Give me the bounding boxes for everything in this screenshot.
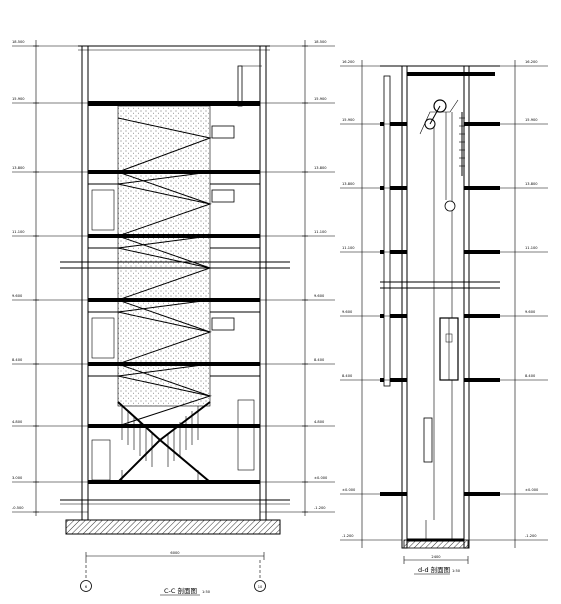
left-wall: [81, 45, 89, 521]
floor-slabs: [88, 170, 260, 484]
svg-text:11.100: 11.100: [525, 246, 538, 250]
svg-text:4.800: 4.800: [12, 420, 23, 424]
svg-text:11.100: 11.100: [12, 230, 25, 234]
svg-text:-1.200: -1.200: [525, 534, 537, 538]
pit-dimension-label: 2400: [431, 555, 441, 559]
svg-text:15.900: 15.900: [342, 118, 355, 122]
svg-text:±0.000: ±0.000: [342, 488, 356, 492]
svg-text:9.600: 9.600: [314, 294, 325, 298]
grid-axis-bubble: [254, 580, 266, 592]
svg-text:15.900: 15.900: [525, 118, 538, 122]
svg-text:8.400: 8.400: [12, 358, 23, 362]
svg-text:13.800: 13.800: [12, 166, 25, 170]
overall-dimension-label: 6000: [170, 551, 180, 555]
left-elevation-labels: 18.500 15.900 13.800 11.100 9.600 8.400 …: [12, 40, 25, 510]
view-scale: 1:50: [452, 569, 461, 573]
shaft-left-elevation-labels: 16.200 15.900 13.800 11.100 9.600 8.400 …: [342, 60, 356, 538]
stair-flights: [117, 117, 212, 427]
right-wall: [259, 45, 267, 521]
svg-text:3.000: 3.000: [12, 476, 23, 480]
svg-text:9.600: 9.600: [342, 310, 353, 314]
view-title: d-d 剖面图: [418, 565, 450, 574]
counterweight: [423, 417, 433, 463]
grid-axis-label: 10: [258, 585, 263, 589]
view-scale: 1:50: [202, 590, 211, 594]
svg-text:18.500: 18.500: [314, 40, 327, 44]
view-title: C-C 剖面图: [164, 586, 197, 595]
shaft-right-elevation-labels: 16.200 15.900 13.800 11.100 9.600 8.400 …: [525, 60, 539, 538]
ground-stair: [117, 401, 211, 483]
svg-text:8.400: 8.400: [314, 358, 325, 362]
shaft-left-wall: [401, 65, 408, 549]
svg-text:±0.000: ±0.000: [314, 476, 328, 480]
svg-text:8.400: 8.400: [525, 374, 536, 378]
svg-text:-1.200: -1.200: [342, 534, 354, 538]
roof-slab: [88, 101, 260, 106]
svg-text:13.800: 13.800: [525, 182, 538, 186]
svg-text:9.600: 9.600: [525, 310, 536, 314]
svg-text:13.800: 13.800: [314, 166, 327, 170]
svg-text:11.100: 11.100: [342, 246, 355, 250]
right-elevation-labels: 18.500 15.900 13.800 11.100 9.600 8.400 …: [314, 40, 328, 510]
svg-text:-1.200: -1.200: [314, 506, 326, 510]
stair-core-fill: [117, 105, 211, 407]
svg-text:16.200: 16.200: [525, 60, 538, 64]
svg-text:18.500: 18.500: [12, 40, 25, 44]
svg-text:±0.000: ±0.000: [525, 488, 539, 492]
stair-section-view: 6000 6 10 C-C 剖面图 1:50: [12, 40, 335, 596]
svg-text:16.200: 16.200: [342, 60, 355, 64]
openings: [91, 125, 255, 481]
svg-text:11.100: 11.100: [314, 230, 327, 234]
elevator-section-view: 2400 d-d 剖面图 1:50: [340, 60, 548, 575]
svg-text:4.800: 4.800: [314, 420, 325, 424]
foundation: [65, 519, 281, 535]
svg-text:8.400: 8.400: [342, 374, 353, 378]
grid-axis-label: 6: [85, 585, 88, 589]
svg-text:-0.500: -0.500: [12, 506, 24, 510]
svg-text:9.600: 9.600: [12, 294, 23, 298]
svg-text:15.900: 15.900: [314, 97, 327, 101]
counterweight-pulley: [444, 200, 456, 212]
svg-text:15.900: 15.900: [12, 97, 25, 101]
shaft-right-wall: [463, 65, 470, 549]
grid-axis-bubble: [80, 580, 92, 592]
svg-text:13.800: 13.800: [342, 182, 355, 186]
